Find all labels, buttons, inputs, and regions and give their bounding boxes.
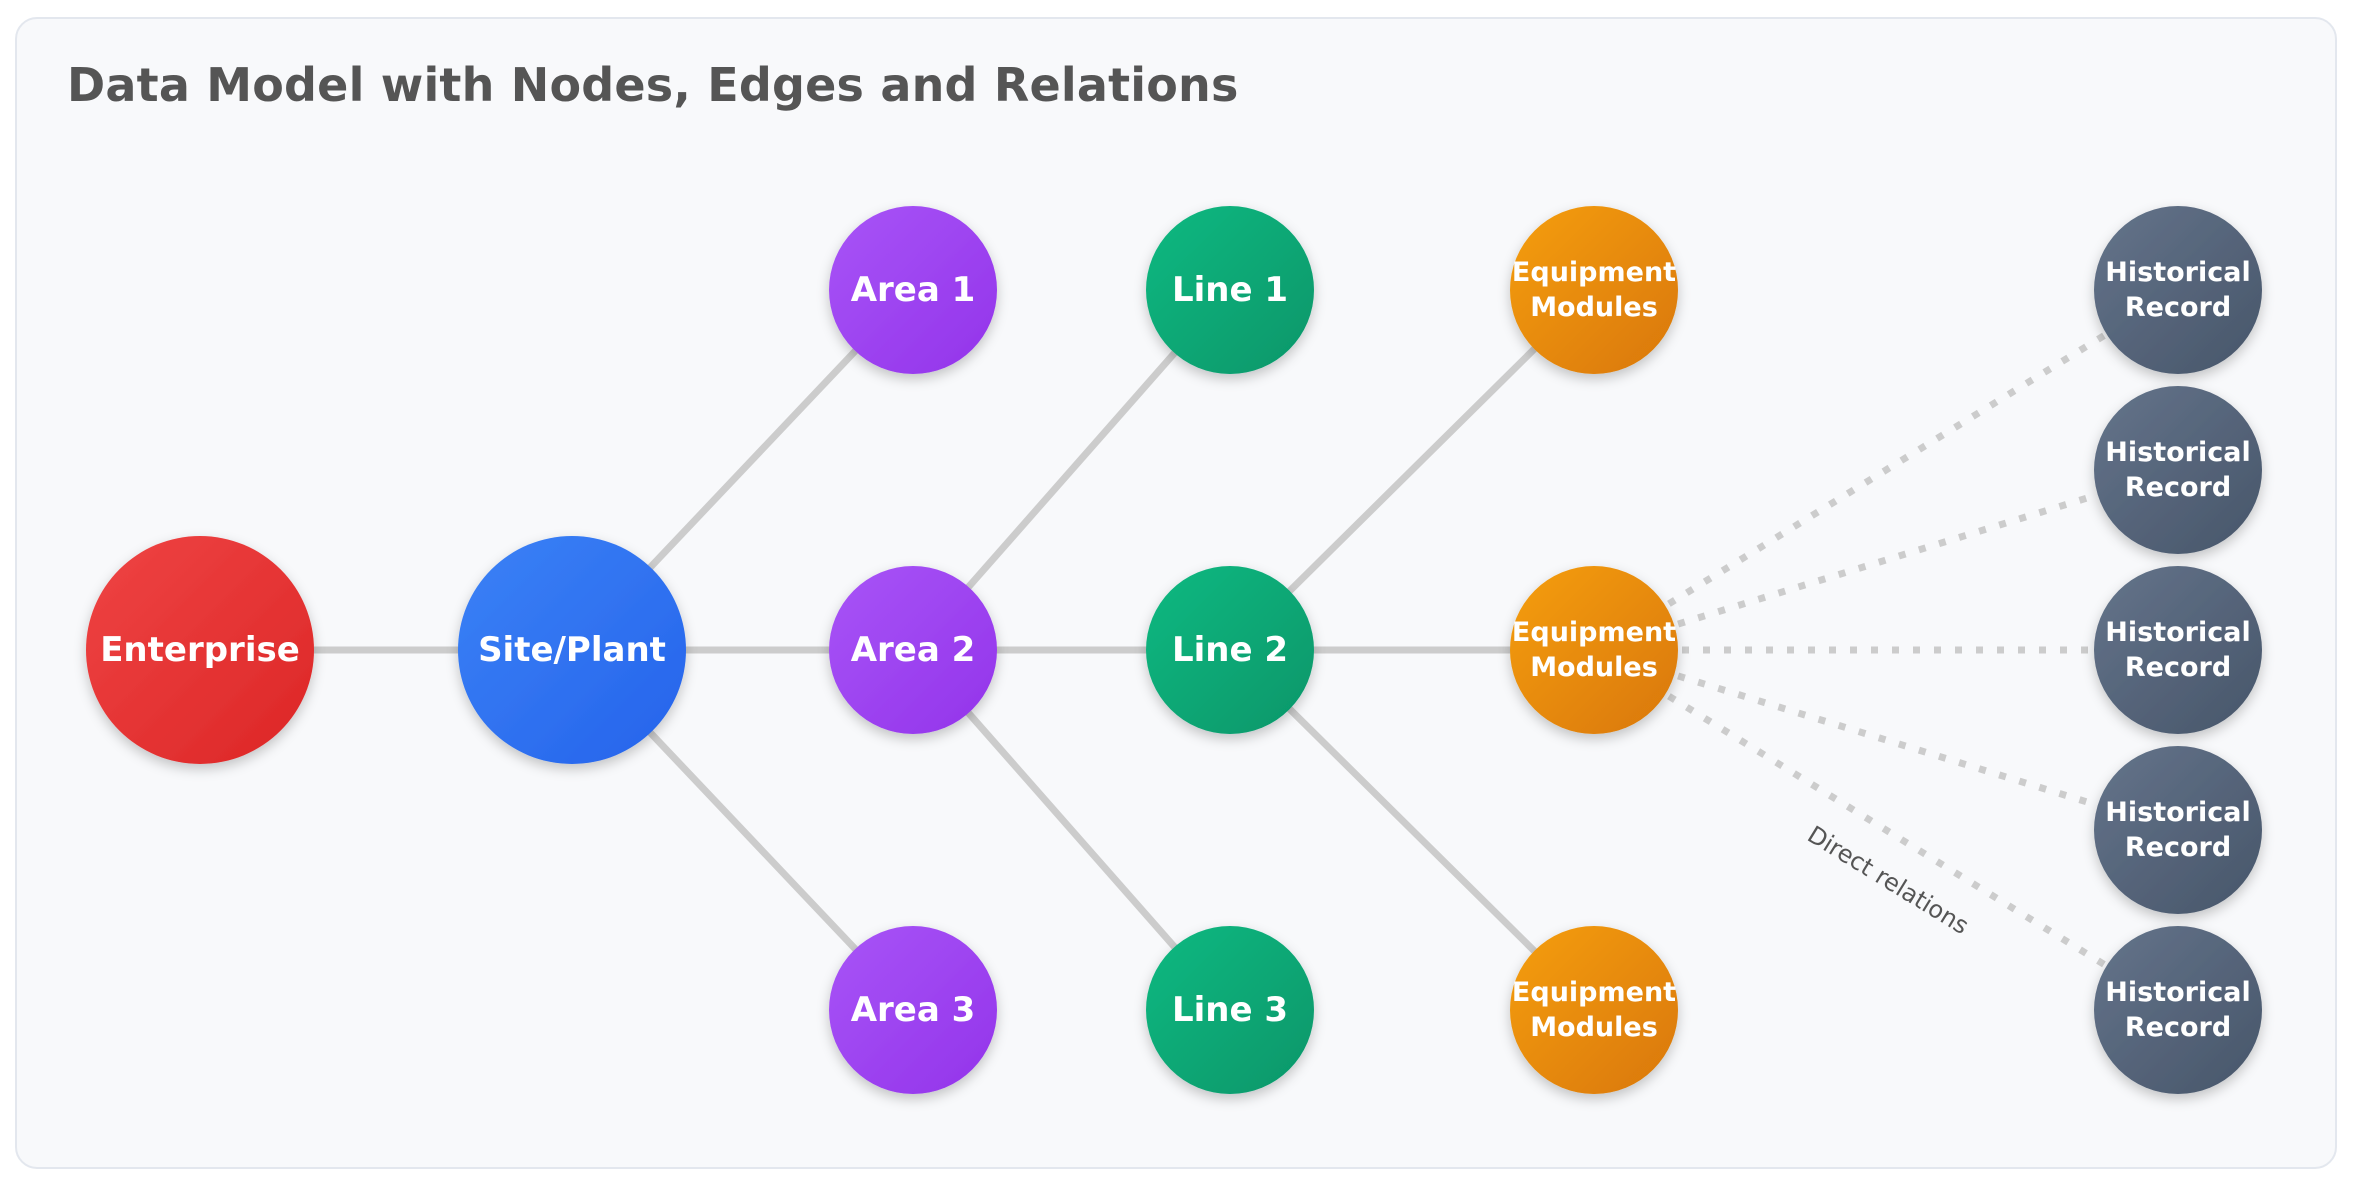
historical-record-node-1-label: Historical xyxy=(2105,257,2250,288)
nodes-layer: Enterprise Site/Plant Area 1 Area 2 Area 3 Li… xyxy=(86,206,2262,1094)
edge-line2-eq1 xyxy=(1227,287,1597,653)
equipment-modules-node-1-label: Modules xyxy=(1530,292,1658,323)
equipment-modules-node-3-label: Modules xyxy=(1530,1012,1658,1043)
equipment-modules-node-1-label: Equipment xyxy=(1512,257,1676,288)
historical-record-node-2-label: Historical xyxy=(2105,437,2250,468)
historical-record-node-4-label: Record xyxy=(2125,832,2231,863)
site-plant-node: Site/Plant xyxy=(458,536,686,764)
area-1-node: Area 1 xyxy=(829,206,997,374)
line-2-node: Line 2 xyxy=(1146,566,1314,734)
historical-record-node-3-label: Record xyxy=(2125,652,2231,683)
enterprise-node-label: Enterprise xyxy=(100,630,300,670)
historical-record-node-4-circle xyxy=(2094,746,2262,914)
line-1-node-circle xyxy=(1146,206,1314,374)
line-3-node-label: Line 3 xyxy=(1172,990,1288,1030)
historical-record-node-5-label: Record xyxy=(2125,1012,2231,1043)
relation-eq2-hr1 xyxy=(1667,330,2111,607)
line-3-node-circle xyxy=(1146,926,1314,1094)
area-1-node-label: Area 1 xyxy=(851,270,976,310)
historical-record-node-4-label: Historical xyxy=(2105,797,2250,828)
line-2-node-label: Line 2 xyxy=(1172,630,1288,670)
historical-record-node-1-circle xyxy=(2094,206,2262,374)
equipment-modules-node-3-label: Equipment xyxy=(1512,977,1676,1008)
area-1-node-circle xyxy=(829,206,997,374)
area-3-node-label: Area 3 xyxy=(851,990,976,1030)
historical-record-node-5-circle xyxy=(2094,926,2262,1094)
diagram-title: Data Model with Nodes, Edges and Relatio… xyxy=(67,58,1239,112)
area-2-node-label: Area 2 xyxy=(851,630,976,670)
area-2-node: Area 2 xyxy=(829,566,997,734)
historical-record-node-3-circle xyxy=(2094,566,2262,734)
historical-record-node-5-label: Historical xyxy=(2105,977,2250,1008)
historical-record-node-2-label: Record xyxy=(2125,472,2231,503)
historical-record-node-1-label: Record xyxy=(2125,292,2231,323)
relations-layer xyxy=(1667,330,2111,970)
equipment-modules-node-1-circle xyxy=(1510,206,1678,374)
historical-record-node-3-label: Historical xyxy=(2105,617,2250,648)
historical-record-node-2-circle xyxy=(2094,386,2262,554)
line-2-node-circle xyxy=(1146,566,1314,734)
area-3-node-circle xyxy=(829,926,997,1094)
edge-line2-eq3 xyxy=(1227,647,1597,1013)
line-3-node: Line 3 xyxy=(1146,926,1314,1094)
area-2-node-circle xyxy=(829,566,997,734)
line-1-node-label: Line 1 xyxy=(1172,270,1288,310)
equipment-modules-node-2-label: Modules xyxy=(1530,652,1658,683)
site-plant-node-circle xyxy=(458,536,686,764)
relation-eq2-hr5 xyxy=(1667,693,2111,970)
site-plant-node-label: Site/Plant xyxy=(478,630,666,670)
equipment-modules-node-3-circle xyxy=(1510,926,1678,1094)
equipment-modules-node-2-label: Equipment xyxy=(1512,617,1676,648)
equipment-modules-node-2-circle xyxy=(1510,566,1678,734)
area-3-node: Area 3 xyxy=(829,926,997,1094)
enterprise-node: Enterprise xyxy=(86,536,314,764)
direct-relations-label: Direct relations xyxy=(1803,820,1974,940)
enterprise-node-circle xyxy=(86,536,314,764)
line-1-node: Line 1 xyxy=(1146,206,1314,374)
